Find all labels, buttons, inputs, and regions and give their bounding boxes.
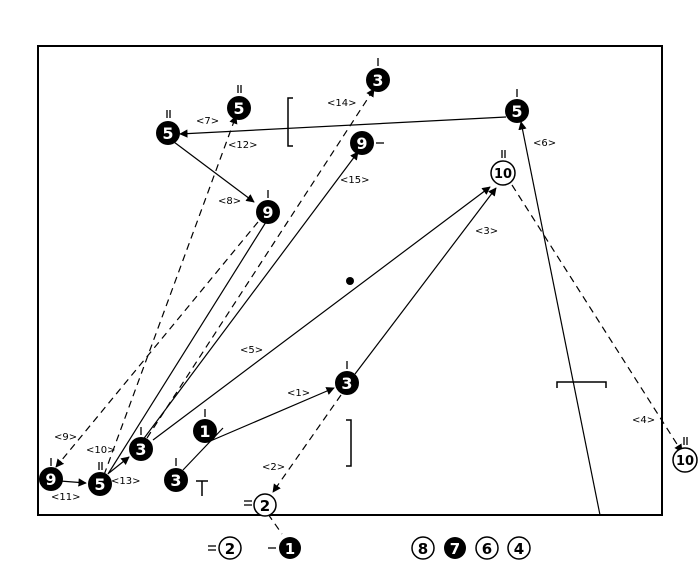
solid-paths [59, 116, 601, 516]
path-9 [55, 221, 259, 468]
player-9-top[interactable]: 9 [350, 131, 374, 155]
svg-text:2: 2 [260, 497, 270, 515]
path-6 [518, 121, 601, 516]
player-3-mid[interactable]: 3 [335, 371, 359, 395]
label-7: <7> [196, 116, 219, 127]
player-10-out[interactable]: 10 [672, 447, 698, 473]
bench-player-7[interactable]: 7 [444, 537, 466, 559]
label-12: <12> [228, 140, 257, 151]
label-15: <15> [340, 175, 369, 186]
bench-player-1[interactable]: 1 [279, 537, 301, 559]
path-8 [173, 141, 255, 203]
player-3-low[interactable]: 3 [129, 437, 153, 461]
svg-text:2: 2 [225, 540, 235, 558]
bracket-top [287, 97, 293, 147]
svg-text:3: 3 [372, 71, 383, 90]
label-14: <14> [327, 98, 356, 109]
path-11 [59, 478, 87, 487]
svg-text:4: 4 [514, 540, 524, 558]
player-10-right[interactable]: 10 [490, 160, 516, 186]
label-9: <9> [54, 432, 77, 443]
label-3: <3> [475, 226, 498, 237]
svg-text:9: 9 [45, 470, 56, 489]
path-2 [272, 394, 342, 493]
svg-text:9: 9 [356, 134, 367, 153]
svg-text:8: 8 [418, 540, 428, 558]
bracket-mid [346, 419, 352, 467]
label-5: <5> [240, 345, 263, 356]
player-5-topleft[interactable]: 5 [156, 121, 180, 145]
ball-dot [346, 277, 354, 285]
svg-text:3: 3 [341, 374, 352, 393]
dashed-paths [55, 88, 683, 535]
player-9-left[interactable]: 9 [39, 467, 63, 491]
svg-text:3: 3 [135, 440, 146, 459]
path-1 [207, 387, 335, 443]
path-15 [141, 151, 359, 442]
label-13: <13> [111, 476, 140, 487]
svg-text:5: 5 [511, 102, 522, 121]
bench-player-2[interactable]: 2 [218, 536, 242, 560]
path-2-exit [267, 513, 283, 535]
svg-text:10: 10 [676, 454, 694, 469]
screen-mark-bottom [196, 480, 208, 496]
path-13 [108, 456, 130, 474]
svg-text:1: 1 [199, 422, 210, 441]
label-8: <8> [218, 196, 241, 207]
label-6: <6> [533, 138, 556, 149]
svg-text:1: 1 [285, 540, 295, 558]
label-11: <11> [51, 492, 80, 503]
player-3-bottom[interactable]: 3 [164, 468, 188, 492]
label-10: <10> [86, 445, 115, 456]
path-12 [103, 115, 238, 476]
player-1[interactable]: 1 [193, 419, 217, 443]
label-2: <2> [262, 462, 285, 473]
path-14 [146, 88, 375, 439]
path-bottom3-to-low3 [182, 427, 224, 471]
svg-text:5: 5 [94, 475, 105, 494]
bench-player-4[interactable]: 4 [507, 536, 531, 560]
player-9-mid[interactable]: 9 [256, 200, 280, 224]
path-9mid-to-5left [107, 221, 267, 475]
path-labels: <1> <2> <3> <4> <5> <6> <7> <8> <9> <10>… [51, 98, 655, 503]
svg-text:7: 7 [450, 540, 460, 558]
svg-text:6: 6 [482, 540, 492, 558]
label-4: <4> [632, 415, 655, 426]
svg-text:9: 9 [262, 203, 273, 222]
player-5-right[interactable]: 5 [505, 99, 529, 123]
player-2-field[interactable]: 2 [253, 493, 277, 517]
screen-mark-right [556, 381, 607, 388]
svg-text:10: 10 [494, 167, 512, 182]
player-3-top[interactable]: 3 [366, 68, 390, 92]
svg-text:3: 3 [170, 471, 181, 490]
player-5-left[interactable]: 5 [88, 472, 112, 496]
path-right5-to-topleft5 [179, 116, 507, 138]
player-5-top[interactable]: 5 [227, 96, 251, 120]
player-facing-marks [50, 58, 688, 551]
label-1: <1> [287, 388, 310, 399]
bench-player-6[interactable]: 6 [475, 536, 499, 560]
svg-text:5: 5 [233, 99, 244, 118]
bench-player-8[interactable]: 8 [411, 536, 435, 560]
path-3 [354, 187, 497, 375]
path-5 [152, 186, 491, 441]
svg-text:5: 5 [162, 124, 173, 143]
path-4 [511, 184, 683, 453]
field-border [37, 45, 663, 516]
